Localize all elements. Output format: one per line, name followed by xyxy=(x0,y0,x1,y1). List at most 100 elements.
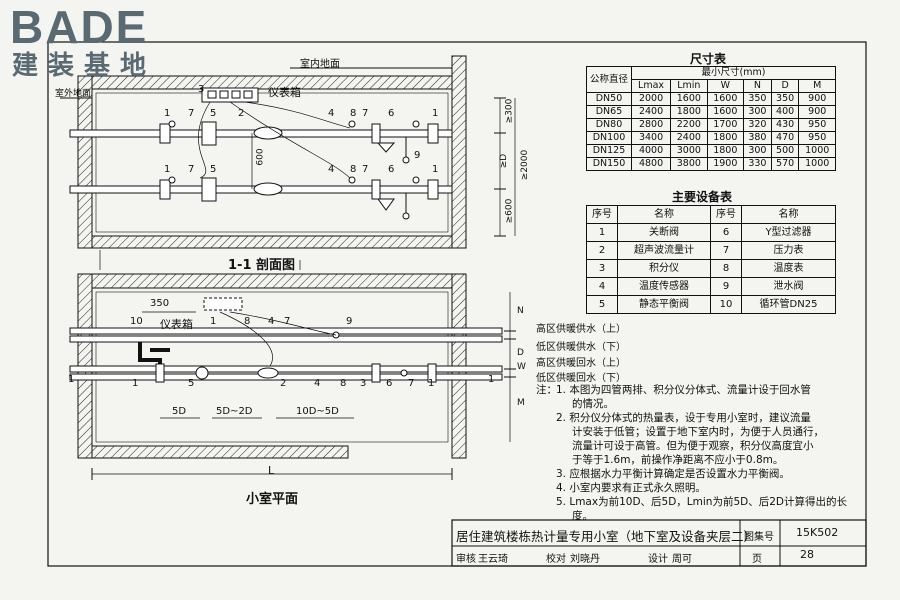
label: 2 xyxy=(238,108,245,119)
label: 6 xyxy=(388,164,395,175)
size-cell: 1000 xyxy=(798,144,836,158)
label: 7 xyxy=(362,108,369,119)
plan-bottom-wall xyxy=(91,445,349,459)
label: 1 xyxy=(432,108,439,119)
right-wall xyxy=(451,55,467,249)
size-cell: 400 xyxy=(770,105,800,119)
equip-header: 名称 xyxy=(741,205,836,224)
size-cell: 350 xyxy=(770,92,800,106)
dim-600b: ≥600 xyxy=(504,198,515,224)
size-cell: 320 xyxy=(743,118,772,132)
logo-brand: BADE xyxy=(10,1,149,53)
label: 1 xyxy=(428,378,435,389)
size-cell: 950 xyxy=(798,118,836,132)
plan-title: 小室平面 xyxy=(246,492,299,507)
size-cell: 2400 xyxy=(630,105,672,119)
equip-header: 名称 xyxy=(617,205,711,224)
size-cell: 1600 xyxy=(706,92,745,106)
size-cell: 330 xyxy=(743,157,772,171)
label: 9 xyxy=(346,316,353,327)
size-col: W xyxy=(706,79,745,93)
plan-dim-5D: 5D xyxy=(172,406,187,417)
page-number: 28 xyxy=(800,548,814,561)
equip-cell: 5 xyxy=(586,295,618,314)
size-table-title: 尺寸表 xyxy=(690,52,727,66)
check-label: 校对 xyxy=(546,554,566,565)
equipment-table-title: 主要设备表 xyxy=(672,190,733,204)
size-group-header: 最小尺寸(mm) xyxy=(631,66,836,80)
label: 5 xyxy=(210,108,217,119)
size-cell: 2800 xyxy=(630,118,672,132)
size-cell: DN100 xyxy=(586,131,632,145)
label: 7 xyxy=(188,164,195,175)
note-line: 1. 本图为四管两排、积分仪分体式、流量计设于回水管 xyxy=(556,384,811,396)
label: 7 xyxy=(188,108,195,119)
equip-cell: 关断阀 xyxy=(617,223,711,242)
atlas-label: 图集号 xyxy=(744,532,774,543)
size-cell: 3800 xyxy=(670,157,708,171)
checker-name: 刘晓丹 xyxy=(570,554,600,565)
label: 1 xyxy=(164,164,171,175)
note-line: 的情况。 xyxy=(572,398,614,410)
left-wall xyxy=(77,75,93,249)
label: 8 xyxy=(350,164,357,175)
plan-section-mark-left: 1 xyxy=(68,374,75,385)
equip-cell: Y型过滤器 xyxy=(741,223,836,242)
plan-dim-N: N xyxy=(517,306,524,316)
label: 5 xyxy=(188,378,195,389)
size-cell: 1000 xyxy=(798,157,836,171)
outdoor-floor-label: 室外地面 xyxy=(55,89,92,99)
equip-cell: 8 xyxy=(710,259,742,278)
dim-300: ≥300 xyxy=(504,98,515,124)
plan-pipe-hs xyxy=(69,327,503,335)
plan-meter-box-label: 仪表箱 xyxy=(160,318,193,331)
equip-cell: 2 xyxy=(586,241,618,260)
plan-pipe-hr xyxy=(69,365,503,373)
label: 3 xyxy=(360,378,367,389)
label: 7 xyxy=(284,316,291,327)
logo-subtitle: 建装基地 xyxy=(12,51,157,81)
label: 6 xyxy=(388,108,395,119)
label: 3 xyxy=(198,84,205,95)
label: 1 xyxy=(132,378,139,389)
plan-dim-L: L xyxy=(268,464,275,477)
equip-cell: 循环管DN25 xyxy=(741,295,836,314)
size-cell: 1800 xyxy=(706,144,745,158)
equip-cell: 泄水阀 xyxy=(741,277,836,296)
plan-section-mark-right: 1 xyxy=(488,374,495,385)
label: 4 xyxy=(328,164,335,175)
equip-cell: 9 xyxy=(710,277,742,296)
label: 1 xyxy=(164,108,171,119)
equip-cell: 温度传感器 xyxy=(617,277,711,296)
note-line: 3. 应根据水力平衡计算确定是否设置水力平衡阀。 xyxy=(556,468,790,480)
size-cell: 1900 xyxy=(706,157,745,171)
plan-dim-350: 350 xyxy=(150,298,170,309)
size-cell: DN50 xyxy=(586,92,632,106)
label: 4 xyxy=(328,108,335,119)
size-cell: 470 xyxy=(770,131,800,145)
section-meter-box-label: 仪表箱 xyxy=(268,86,301,99)
size-cell: 1700 xyxy=(706,118,745,132)
size-cell: 2000 xyxy=(630,92,672,106)
section-meter-box xyxy=(201,87,259,103)
size-cell: 3400 xyxy=(630,131,672,145)
dim-2000: ≥2000 xyxy=(520,149,531,181)
size-col: Lmax xyxy=(630,79,672,93)
equip-cell: 3 xyxy=(586,259,618,278)
section-lower-equipment xyxy=(159,176,439,220)
equip-cell: 1 xyxy=(586,223,618,242)
size-cell: 950 xyxy=(798,131,836,145)
atlas-number: 15K502 xyxy=(796,526,839,539)
label: 1 xyxy=(210,316,217,327)
note-line: 4. 小室内要求有正式永久照明。 xyxy=(556,482,706,494)
pipe-label-high-return: 高区供暖回水（上） xyxy=(536,358,626,369)
label: 1 xyxy=(432,164,439,175)
